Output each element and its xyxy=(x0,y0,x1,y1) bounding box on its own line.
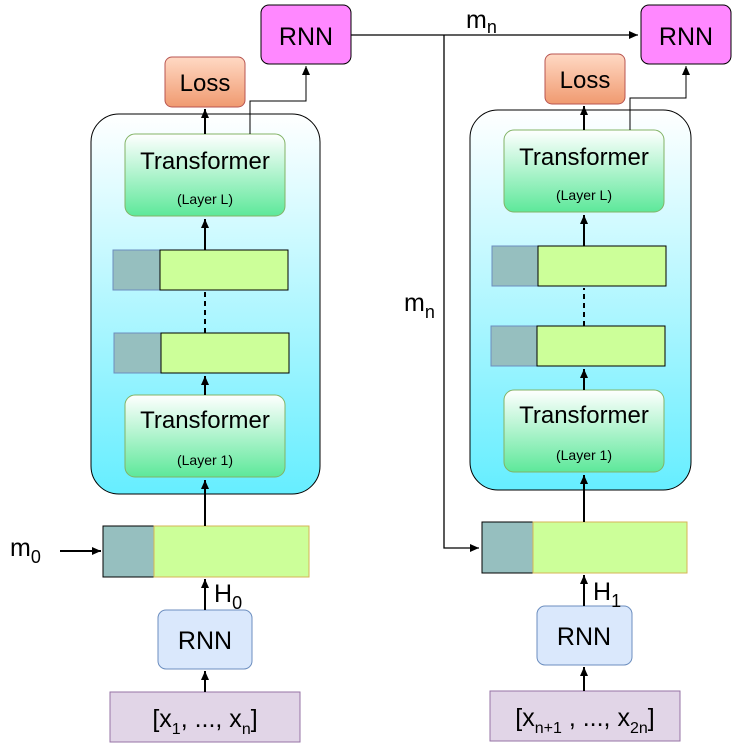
right-rnn-bottom-node: RNN xyxy=(536,605,633,666)
left-arrows xyxy=(60,109,209,692)
right-rnn-top-label: RNN xyxy=(659,23,713,51)
left-input-state-cell xyxy=(102,525,310,578)
left-transformer-l-sub: (Layer L) xyxy=(177,191,233,207)
right-input-sequence: [xn+1 , ..., x2n] xyxy=(489,690,681,742)
left-input-text: [x1, ..., xn] xyxy=(152,705,257,738)
left-memory-label: m0 xyxy=(10,534,41,567)
right-transformer-layer-1: Transformer (Layer 1) xyxy=(503,389,665,473)
right-loss-label: Loss xyxy=(560,67,611,94)
right-rnn-bottom-label: RNN xyxy=(557,623,611,651)
right-lower-state-cell xyxy=(490,325,666,367)
right-loss-node: Loss xyxy=(544,53,626,105)
right-transformer-l-title: Transformer xyxy=(519,144,649,171)
right-transformer-1-title: Transformer xyxy=(519,402,649,429)
left-rnn-top-label: RNN xyxy=(279,23,333,51)
right-transformer-l-sub: (Layer L) xyxy=(556,187,612,203)
right-transformer-layer-l: Transformer (Layer L) xyxy=(503,129,665,213)
left-lower-state-cell xyxy=(113,332,290,374)
right-hidden-label: H1 xyxy=(593,578,621,611)
left-rnn-top-node: RNN xyxy=(260,4,352,65)
left-transformer-l-title: Transformer xyxy=(140,148,270,175)
left-transformer-layer-l: Transformer (Layer L) xyxy=(124,133,286,217)
right-column: RNN Loss Transformer (Layer L) Transfo xyxy=(469,4,732,742)
left-layer-to-rnn-connector xyxy=(249,66,310,134)
left-column: RNN Loss Transformer (Layer L) Transfo xyxy=(10,4,352,743)
memory-top-label: mn xyxy=(466,6,497,37)
left-input-sequence: [x1, ..., xn] xyxy=(109,691,301,743)
memory-side-label: mn xyxy=(404,289,435,322)
left-transformer-1-sub: (Layer 1) xyxy=(177,452,233,468)
right-transformer-1-sub: (Layer 1) xyxy=(556,447,612,463)
left-loss-node: Loss xyxy=(164,56,246,108)
right-input-state-cell xyxy=(481,521,688,574)
left-rnn-bottom-node: RNN xyxy=(157,609,253,670)
left-rnn-bottom-label: RNN xyxy=(178,627,232,655)
left-hidden-label: H0 xyxy=(214,580,242,613)
memory-connectors xyxy=(351,31,638,552)
right-upper-state-cell xyxy=(491,245,667,287)
left-transformer-layer-1: Transformer (Layer 1) xyxy=(124,394,286,478)
right-rnn-top-node: RNN xyxy=(640,4,732,65)
right-layer-to-rnn-connector xyxy=(629,66,690,130)
left-upper-state-cell xyxy=(112,249,289,291)
left-loss-label: Loss xyxy=(180,70,231,97)
right-input-text: [xn+1 , ..., x2n] xyxy=(515,704,654,737)
left-transformer-1-title: Transformer xyxy=(140,407,270,434)
